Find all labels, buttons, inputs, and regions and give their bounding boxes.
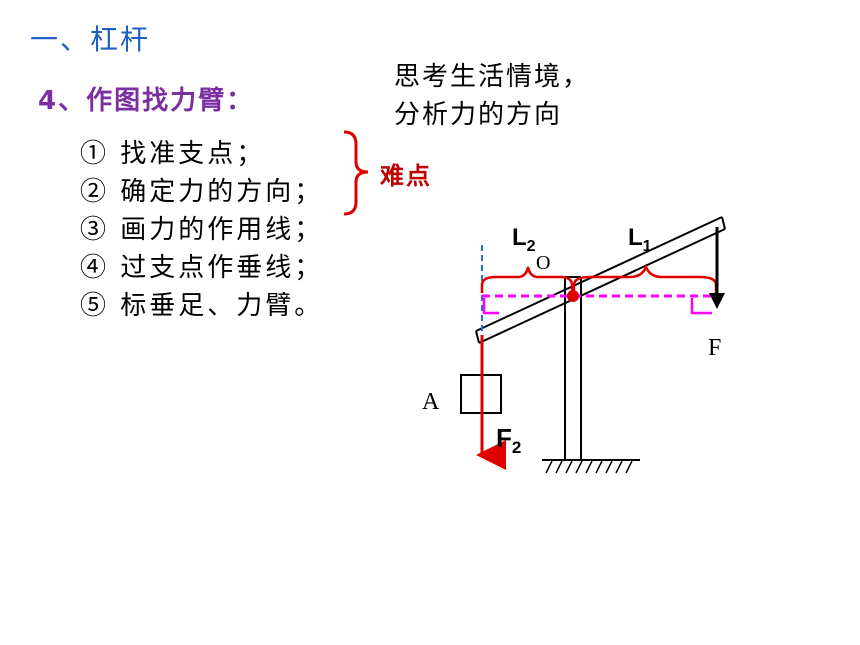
label-o: O: [536, 252, 550, 274]
step-item-5: ⑤ 标垂足、力臂。: [80, 291, 324, 321]
brace-l2: [480, 266, 574, 293]
curly-brace-icon: [343, 130, 369, 216]
lever-diagram: L2 L1 O F A F2: [422, 216, 726, 474]
step-item-4: ④ 过支点作垂线；: [80, 253, 324, 283]
support-post: [564, 276, 582, 460]
section-subtitle: 4、作图找力臂：: [38, 86, 255, 116]
ground: [542, 459, 640, 474]
step-item-1: ① 找准支点；: [80, 139, 266, 169]
label-l2: L2: [512, 224, 536, 255]
step-item-2: ② 确定力的方向；: [80, 177, 324, 207]
step-item-3: ③ 画力的作用线；: [80, 215, 324, 245]
scenario-line-2: 分析力的方向: [394, 100, 563, 130]
label-f: F: [708, 335, 721, 361]
lever-bar: [475, 216, 726, 344]
scenario-line-1: 思考生活情境，: [394, 62, 591, 92]
right-angle-mark-left: [482, 298, 499, 315]
fulcrum-point: [567, 290, 579, 302]
difficulty-label: 难点: [380, 162, 432, 190]
steps-list: ① 找准支点； ② 确定力的方向； ③ 画力的作用线； ④ 过支点作垂线； ⑤ …: [80, 135, 323, 325]
scenario-note: 思考生活情境， 分析力的方向: [394, 58, 590, 134]
label-f2: F2: [496, 423, 521, 457]
label-a: A: [422, 389, 440, 415]
page-title: 一、杠杆: [30, 23, 151, 56]
label-l1: L1: [628, 224, 652, 255]
force-f-arrow: [709, 227, 725, 309]
brace-l1: [572, 263, 718, 293]
right-angle-mark-right: [690, 298, 712, 315]
